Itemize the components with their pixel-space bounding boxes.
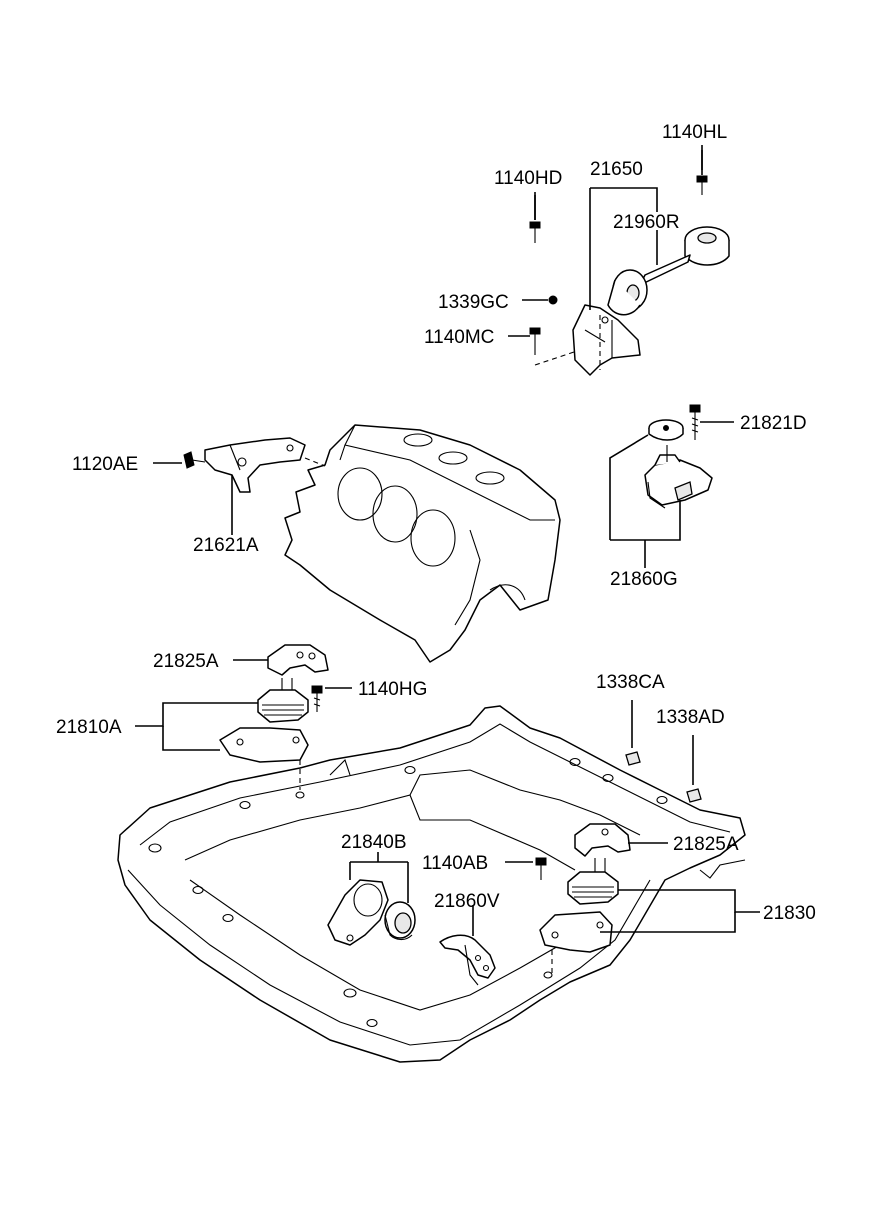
label-1140MC: 1140MC: [424, 327, 494, 348]
mount-21810A: [219, 678, 309, 790]
label-21860G: 21860G: [610, 569, 678, 590]
washer-21860G: [648, 419, 684, 441]
clip-1338CA: [625, 700, 641, 766]
bolt-21821D: [689, 404, 701, 440]
bolt-1140HG: [311, 685, 323, 712]
clip-1338AD: [686, 735, 702, 803]
label-1120AE: 1120AE: [72, 454, 138, 475]
label-21650: 21650: [590, 159, 643, 180]
torque-rod-21960R: [607, 226, 730, 316]
cap-21825A-right: [574, 823, 631, 857]
nut-1339GC: [548, 295, 558, 305]
leader-lines: [135, 145, 760, 936]
label-1140HL: 1140HL: [662, 122, 727, 143]
label-21825A-left: 21825A: [153, 651, 219, 672]
label-21840B: 21840B: [341, 832, 407, 853]
bolt-1140AB: [535, 857, 547, 880]
engine-block: [284, 424, 561, 663]
mount-21860G: [644, 445, 713, 509]
part-labels: 1140HL 1140HD 21650 21960R 1339GC 1140MC…: [56, 122, 816, 924]
label-1338AD: 1338AD: [656, 707, 725, 728]
insulator-21840B: [327, 879, 416, 946]
label-1140HD: 1140HD: [494, 168, 562, 189]
label-21860V: 21860V: [434, 891, 500, 912]
mount-21830: [539, 858, 619, 975]
label-1140HG: 1140HG: [358, 679, 427, 700]
bracket-21621A: [204, 437, 326, 493]
label-21825A-right: 21825A: [673, 834, 739, 855]
label-21810A: 21810A: [56, 717, 122, 738]
label-1338CA: 1338CA: [596, 672, 665, 693]
label-21821D: 21821D: [740, 413, 807, 434]
bolt-1120AE: [183, 451, 206, 469]
label-21621A: 21621A: [193, 535, 259, 556]
label-21830: 21830: [763, 903, 816, 924]
bracket-21650: [572, 304, 641, 376]
cap-21825A-left: [267, 644, 329, 676]
label-21960R: 21960R: [613, 212, 680, 233]
subframe: [117, 705, 746, 1063]
bolt-1140MC: [529, 327, 581, 366]
label-1140AB: 1140AB: [422, 853, 488, 874]
bracket-21860V: [439, 934, 496, 986]
label-1339GC: 1339GC: [438, 292, 509, 313]
